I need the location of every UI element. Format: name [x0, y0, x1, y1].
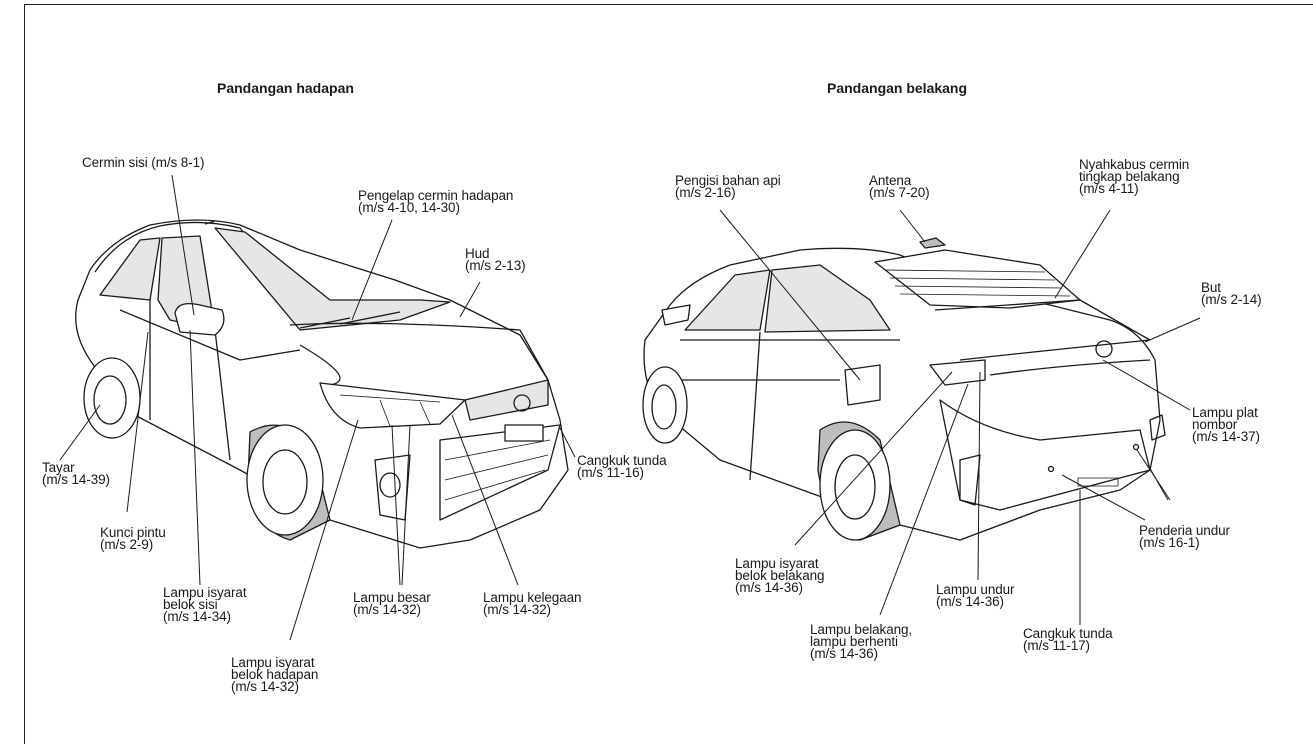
label-tire: Tayar (m/s 14-39)	[42, 460, 110, 487]
front-view-heading: Pandangan hadapan	[217, 80, 354, 96]
label-wiper: Pengelap cermin hadapan (m/s 4-10, 14-30…	[358, 188, 514, 215]
label-fuel-filler: Pengisi bahan api (m/s 2-16)	[675, 173, 781, 200]
label-door-lock: Kunci pintu (m/s 2-9)	[100, 525, 166, 552]
label-side-mirror: Cermin sisi (m/s 8-1)	[82, 155, 205, 170]
front-view-car	[75, 219, 569, 549]
label-reverse-lamp: Lampu undur (m/s 14-36)	[936, 582, 1015, 609]
label-clearance-lamp: Lampu kelegaan (m/s 14-32)	[483, 590, 582, 617]
label-trunk: But (m/s 2-14)	[1201, 280, 1262, 307]
label-front-turn-signal: Lampu isyarat belok hadapan (m/s 14-32)	[231, 655, 319, 694]
label-rear-turn-signal: Lampu isyarat belok belakang (m/s 14-36)	[735, 556, 825, 595]
leader-lines	[59, 174, 1201, 641]
label-tow-hook-rear: Cangkuk tunda (m/s 11-17)	[1023, 626, 1113, 653]
label-reverse-sensor: Penderia undur (m/s 16-1)	[1139, 523, 1230, 550]
label-hood: Hud (m/s 2-13)	[465, 246, 526, 273]
page-frame	[24, 4, 1313, 744]
label-rear-defogger: Nyahkabus cermin tingkap belakang (m/s 4…	[1079, 157, 1190, 196]
label-antenna: Antena (m/s 7-20)	[869, 173, 930, 200]
label-license-plate-lamp: Lampu plat nombor (m/s 14-37)	[1192, 405, 1260, 444]
rear-view-car	[642, 237, 1166, 541]
label-side-turn-signal: Lampu isyarat belok sisi (m/s 14-34)	[163, 585, 247, 624]
label-headlamp: Lampu besar (m/s 14-32)	[353, 590, 431, 617]
rear-view-heading: Pandangan belakang	[827, 80, 968, 96]
label-tow-hook-front: Cangkuk tunda (m/s 11-16)	[577, 453, 667, 480]
label-tail-stop-lamp: Lampu belakang, lampu berhenti (m/s 14-3…	[810, 622, 913, 661]
